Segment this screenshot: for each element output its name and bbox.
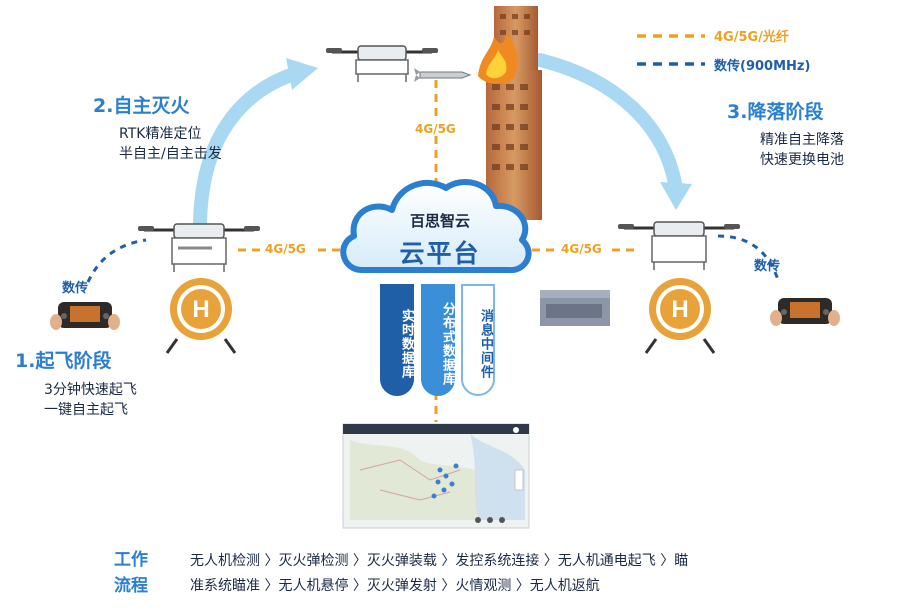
module-distributed-db: 分布式数据库 xyxy=(421,284,455,396)
drone-icon-right xyxy=(618,221,740,270)
link-label-right: 4G/5G xyxy=(561,242,602,256)
map-screenshot-icon xyxy=(342,423,530,529)
stage-3-title: 3.降落阶段 xyxy=(727,101,824,123)
stage-3-line-2: 快速更换电池 xyxy=(760,152,844,168)
workflow-title-1: 工作 xyxy=(114,550,148,570)
legend-label-network: 4G/5G/光纤 xyxy=(714,30,789,45)
helipad-icon-left: H xyxy=(165,278,237,354)
stage-2-title: 2.自主灭火 xyxy=(93,95,190,117)
workflow-steps-line-2: 准系统瞄准 〉无人机悬停 〉灭火弹发射 〉火情观测 〉无人机返航 xyxy=(190,578,600,594)
cloud-platform-label: 云平台 xyxy=(399,239,481,268)
stage-1-line-1: 3分钟快速起飞 xyxy=(44,382,137,398)
svg-text:H: H xyxy=(671,296,688,323)
flight-arrow-right xyxy=(533,53,692,210)
module-message-middleware: 消息中间件 xyxy=(461,284,495,396)
legend-label-datalink: 数传(900MHz) xyxy=(714,59,811,74)
remote-controller-icon-left xyxy=(50,302,120,330)
missile-icon xyxy=(414,68,472,82)
remote-controller-icon-right xyxy=(770,298,840,326)
module-realtime-db: 实时数据库 xyxy=(380,284,414,396)
stage-3-line-1: 精准自主降落 xyxy=(760,132,844,148)
drone-icon-left xyxy=(138,223,260,272)
stage-1-title: 1.起飞阶段 xyxy=(15,350,112,372)
stage-2-line-1: RTK精准定位 xyxy=(119,126,202,142)
datalink-label-right: 数传 xyxy=(754,259,781,274)
server-icon xyxy=(540,290,610,326)
link-label-left: 4G/5G xyxy=(265,242,306,256)
workflow-steps-line-1: 无人机检测 〉灭火弹检测 〉灭火弹装载 〉发控系统连接 〉无人机通电起飞 〉瞄 xyxy=(190,553,689,569)
stage-1-line-2: 一键自主起飞 xyxy=(44,402,128,418)
datalink-label-left: 数传 xyxy=(62,281,89,296)
helipad-icon-right: H xyxy=(644,278,716,354)
workflow-title-2: 流程 xyxy=(114,576,148,596)
drone-icon-top xyxy=(326,45,438,82)
cloud-brand-label: 百思智云 xyxy=(409,212,470,230)
flight-arrow-left xyxy=(193,58,318,235)
link-label-top: 4G/5G xyxy=(413,122,458,136)
building-fire-icon xyxy=(478,6,542,220)
datalink-left xyxy=(86,238,147,283)
stage-2-line-2: 半自主/自主击发 xyxy=(119,146,222,162)
cloud-icon xyxy=(340,179,532,274)
datalink-right xyxy=(717,234,780,281)
svg-text:H: H xyxy=(192,296,209,323)
